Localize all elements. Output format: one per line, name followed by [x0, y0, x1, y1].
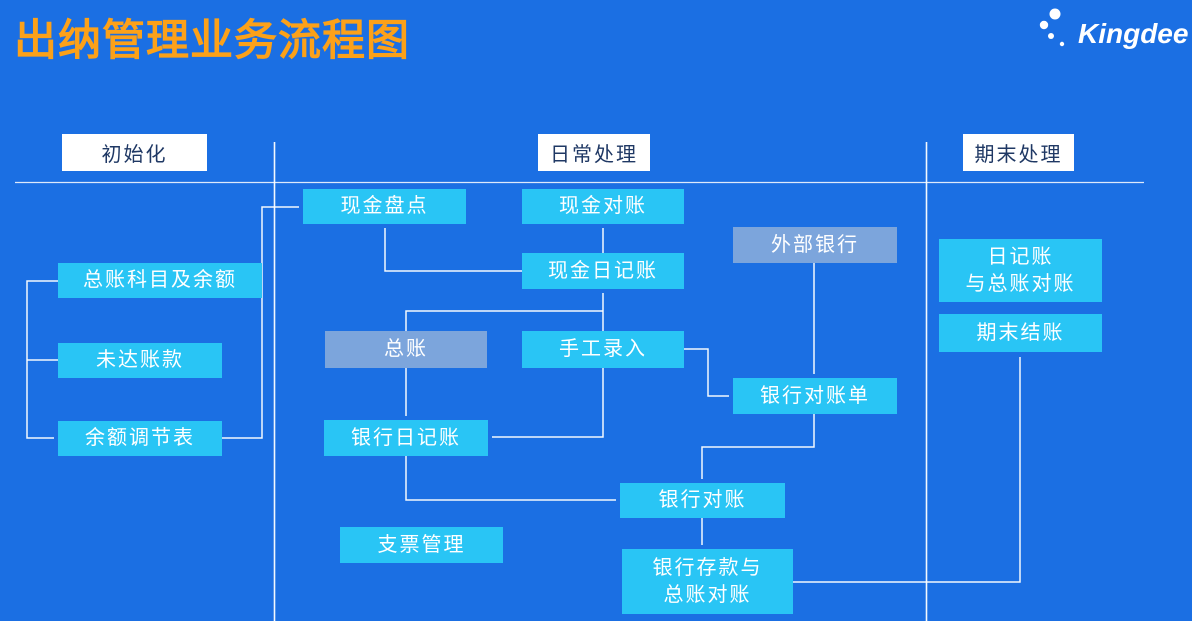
node-balance-reconciliation: 余额调节表 — [58, 421, 222, 456]
edge-cash-journal-to-cash-count — [384, 228, 522, 272]
edge-bank-journal-to-bank-reconciliation — [405, 456, 616, 501]
node-bank-reconciliation-label: 银行对账 — [658, 489, 747, 511]
node-general-ledger-label: 总账 — [384, 338, 428, 360]
node-journal-gl-recon: 日记账 与总账对账 — [939, 239, 1102, 302]
lane-header-init-label: 初始化 — [101, 144, 168, 166]
lane-header-daily-label: 日常处理 — [550, 144, 638, 166]
node-bank-deposit-gl-recon: 银行存款与 总账对账 — [622, 549, 793, 614]
edge-bank-deposit-gl-recon-to-period-end-closing — [793, 357, 1021, 583]
node-cash-count: 现金盘点 — [303, 189, 466, 224]
node-bank-deposit-gl-recon-label: 银行存款与 总账对账 — [652, 556, 763, 606]
kingdee-brand-text: Kingdee — [1078, 18, 1189, 49]
edge-balance-reconciliation-to-cash-count — [222, 206, 299, 439]
page-title: 出纳管理业务流程图 — [14, 17, 410, 65]
node-bank-journal-label: 银行日记账 — [351, 426, 461, 449]
node-check-management: 支票管理 — [340, 527, 503, 563]
node-cash-count-label: 现金盘点 — [340, 195, 429, 217]
node-cash-journal-label: 现金日记账 — [548, 259, 658, 282]
node-gl-accounts-balance: 总账科目及余额 — [58, 263, 262, 298]
node-bank-reconciliation: 银行对账 — [620, 483, 785, 518]
node-general-ledger: 总账 — [325, 331, 487, 368]
edge-manual-entry-to-bank-statement — [684, 348, 729, 397]
edge-bank-statement-to-bank-reconciliation — [701, 414, 815, 479]
node-bank-statement-label: 银行对账单 — [760, 384, 870, 407]
lane-header-period-end: 期末处理 — [963, 134, 1074, 171]
lane-header-init: 初始化 — [62, 134, 207, 171]
lane-header-daily: 日常处理 — [538, 134, 650, 171]
lane-header-period-end-label: 期末处理 — [974, 144, 1063, 166]
node-bank-statement: 银行对账单 — [733, 378, 897, 414]
kingdee-dots-logo-icon — [1039, 8, 1065, 47]
node-period-end-closing: 期末结账 — [939, 314, 1102, 352]
node-outstanding-accounts: 未达账款 — [58, 343, 222, 378]
kingdee-logo: Kingdee — [1034, 4, 1188, 56]
node-period-end-closing-label: 期末结账 — [976, 321, 1065, 344]
node-cash-reconciliation: 现金对账 — [522, 189, 684, 224]
edge-general-ledger-join — [405, 310, 603, 331]
node-balance-reconciliation-label: 余额调节表 — [85, 427, 195, 449]
node-cash-journal: 现金日记账 — [522, 253, 684, 289]
node-check-management-label: 支票管理 — [377, 533, 466, 556]
edge-manual-entry-to-bank-journal — [492, 368, 604, 438]
node-cash-reconciliation-label: 现金对账 — [559, 195, 647, 217]
node-bank-journal: 银行日记账 — [324, 420, 488, 456]
node-manual-entry-label: 手工录入 — [559, 338, 647, 360]
node-external-bank: 外部银行 — [733, 227, 897, 263]
node-gl-accounts-balance-label: 总账科目及余额 — [83, 269, 237, 291]
node-manual-entry: 手工录入 — [522, 331, 684, 368]
node-external-bank-label: 外部银行 — [771, 233, 859, 256]
node-outstanding-accounts-label: 未达账款 — [96, 349, 184, 371]
node-journal-gl-recon-label: 日记账 与总账对账 — [965, 245, 1076, 295]
